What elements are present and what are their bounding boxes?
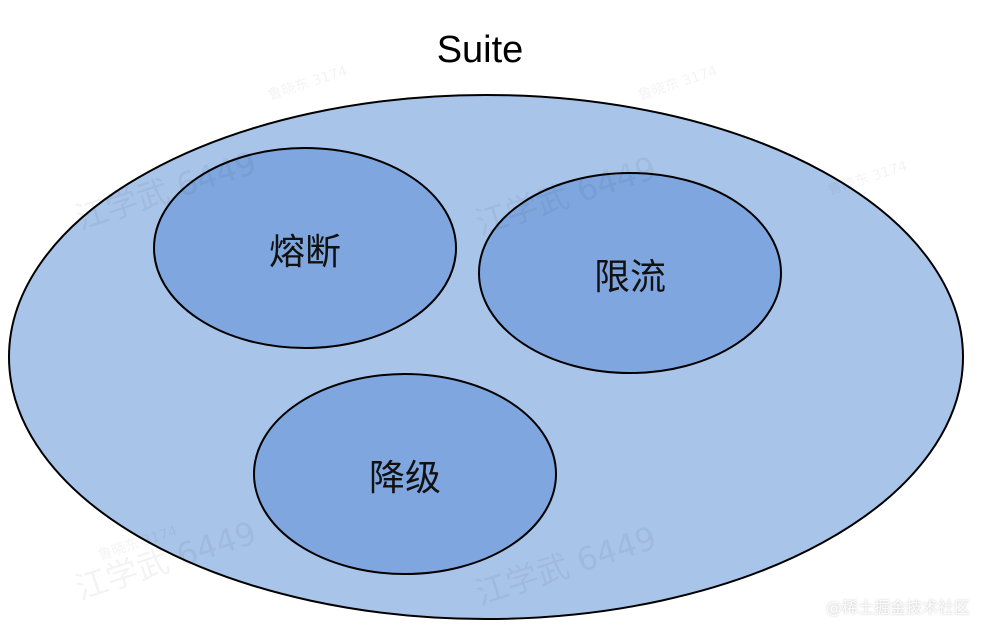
watermark-small-3: 鲁晓东 3174	[826, 158, 909, 199]
node-degrade-ellipse	[253, 373, 557, 575]
watermark-small-2: 鲁晓东 3174	[636, 63, 719, 104]
source-credit: @稀土掘金技术社区	[825, 598, 970, 617]
diagram-title: Suite	[437, 29, 524, 71]
node-rate-limit-label: 限流	[594, 257, 666, 298]
node-degrade-label: 降级	[369, 458, 441, 499]
node-degrade: 降级	[253, 373, 557, 575]
node-fuse-ellipse	[153, 147, 457, 349]
node-rate-limit: 限流	[478, 172, 782, 374]
node-rate-limit-ellipse	[478, 172, 782, 374]
node-fuse: 熔断	[153, 147, 457, 349]
watermark-small-1: 鲁晓东 3174	[266, 63, 349, 104]
node-fuse-label: 熔断	[269, 232, 341, 273]
